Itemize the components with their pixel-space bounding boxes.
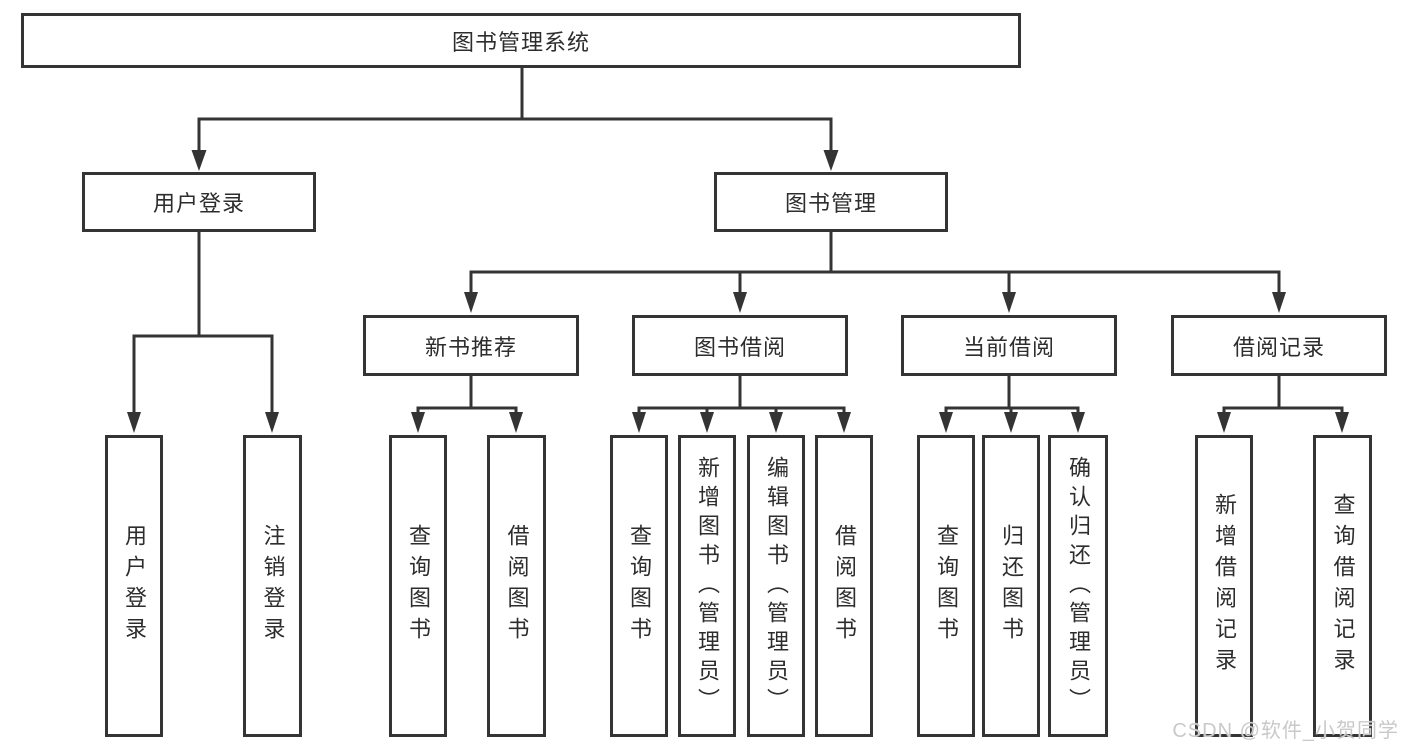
- leaf-br-query-record: 查询借阅记录: [1313, 435, 1372, 737]
- leaf-cb-return-books-label: 归还图书: [999, 524, 1024, 648]
- node-book-management-label: 图书管理: [784, 191, 877, 216]
- leaf-bb-add-books-admin: 新增图书（管理员）: [678, 435, 736, 737]
- leaf-cb-query-books: 查询图书: [917, 435, 975, 737]
- connector-book-management: [464, 228, 1286, 313]
- leaf-cb-confirm-return-admin: 确认归还（管理员）: [1048, 435, 1108, 737]
- leaf-logout-label: 注销登录: [260, 524, 286, 648]
- leaf-br-add-record: 新增借阅记录: [1195, 435, 1253, 737]
- watermark: CSDN @软件_小贺同学: [1172, 720, 1399, 742]
- node-new-book-recommend: 新书推荐: [363, 315, 579, 376]
- leaf-user-login-label: 用户登录: [122, 524, 147, 648]
- node-borrowing-records-label: 借阅记录: [1232, 334, 1325, 360]
- leaf-bb-query-books-label: 查询图书: [627, 524, 652, 648]
- node-root: 图书管理系统: [21, 13, 1021, 68]
- leaf-nb-query-books: 查询图书: [389, 435, 447, 737]
- node-root-label: 图书管理系统: [451, 29, 590, 55]
- leaf-cb-confirm-return-admin-label: 确认归还（管理员）: [1066, 455, 1091, 717]
- node-book-management: 图书管理: [714, 172, 948, 232]
- leaf-nb-borrow-books: 借阅图书: [487, 435, 546, 737]
- node-current-borrowing-label: 当前借阅: [962, 334, 1055, 360]
- leaf-cb-query-books-label: 查询图书: [934, 524, 959, 648]
- leaf-user-login: 用户登录: [105, 435, 163, 737]
- leaf-bb-edit-books-admin-label: 编辑图书（管理员）: [764, 455, 789, 717]
- connector-book-borrowing: [632, 372, 851, 433]
- node-book-borrowing: 图书借阅: [632, 315, 848, 376]
- node-current-borrowing: 当前借阅: [901, 315, 1117, 376]
- leaf-logout: 注销登录: [243, 435, 302, 737]
- leaf-bb-edit-books-admin: 编辑图书（管理员）: [747, 435, 805, 737]
- node-new-book-recommend-label: 新书推荐: [424, 334, 517, 360]
- leaf-nb-borrow-books-label: 借阅图书: [504, 524, 530, 648]
- connector-root: [191, 64, 839, 171]
- connector-new-book-recommend: [411, 372, 523, 433]
- leaf-bb-borrow-books-label: 借阅图书: [832, 524, 857, 648]
- node-user-login: 用户登录: [82, 172, 316, 232]
- connector-user-login: [127, 228, 279, 433]
- leaf-bb-query-books: 查询图书: [610, 435, 668, 737]
- node-user-login-label: 用户登录: [152, 191, 245, 216]
- leaf-bb-add-books-admin-label: 新增图书（管理员）: [695, 455, 720, 717]
- leaf-cb-return-books: 归还图书: [982, 435, 1040, 737]
- leaf-br-query-record-label: 查询借阅记录: [1330, 493, 1356, 679]
- connector-current-borrowing: [939, 372, 1085, 433]
- node-borrowing-records: 借阅记录: [1171, 315, 1387, 376]
- leaf-nb-query-books-label: 查询图书: [406, 524, 431, 648]
- connector-borrowing-records: [1217, 372, 1349, 433]
- leaf-br-add-record-label: 新增借阅记录: [1212, 493, 1237, 679]
- leaf-bb-borrow-books: 借阅图书: [815, 435, 873, 737]
- node-book-borrowing-label: 图书借阅: [693, 334, 786, 360]
